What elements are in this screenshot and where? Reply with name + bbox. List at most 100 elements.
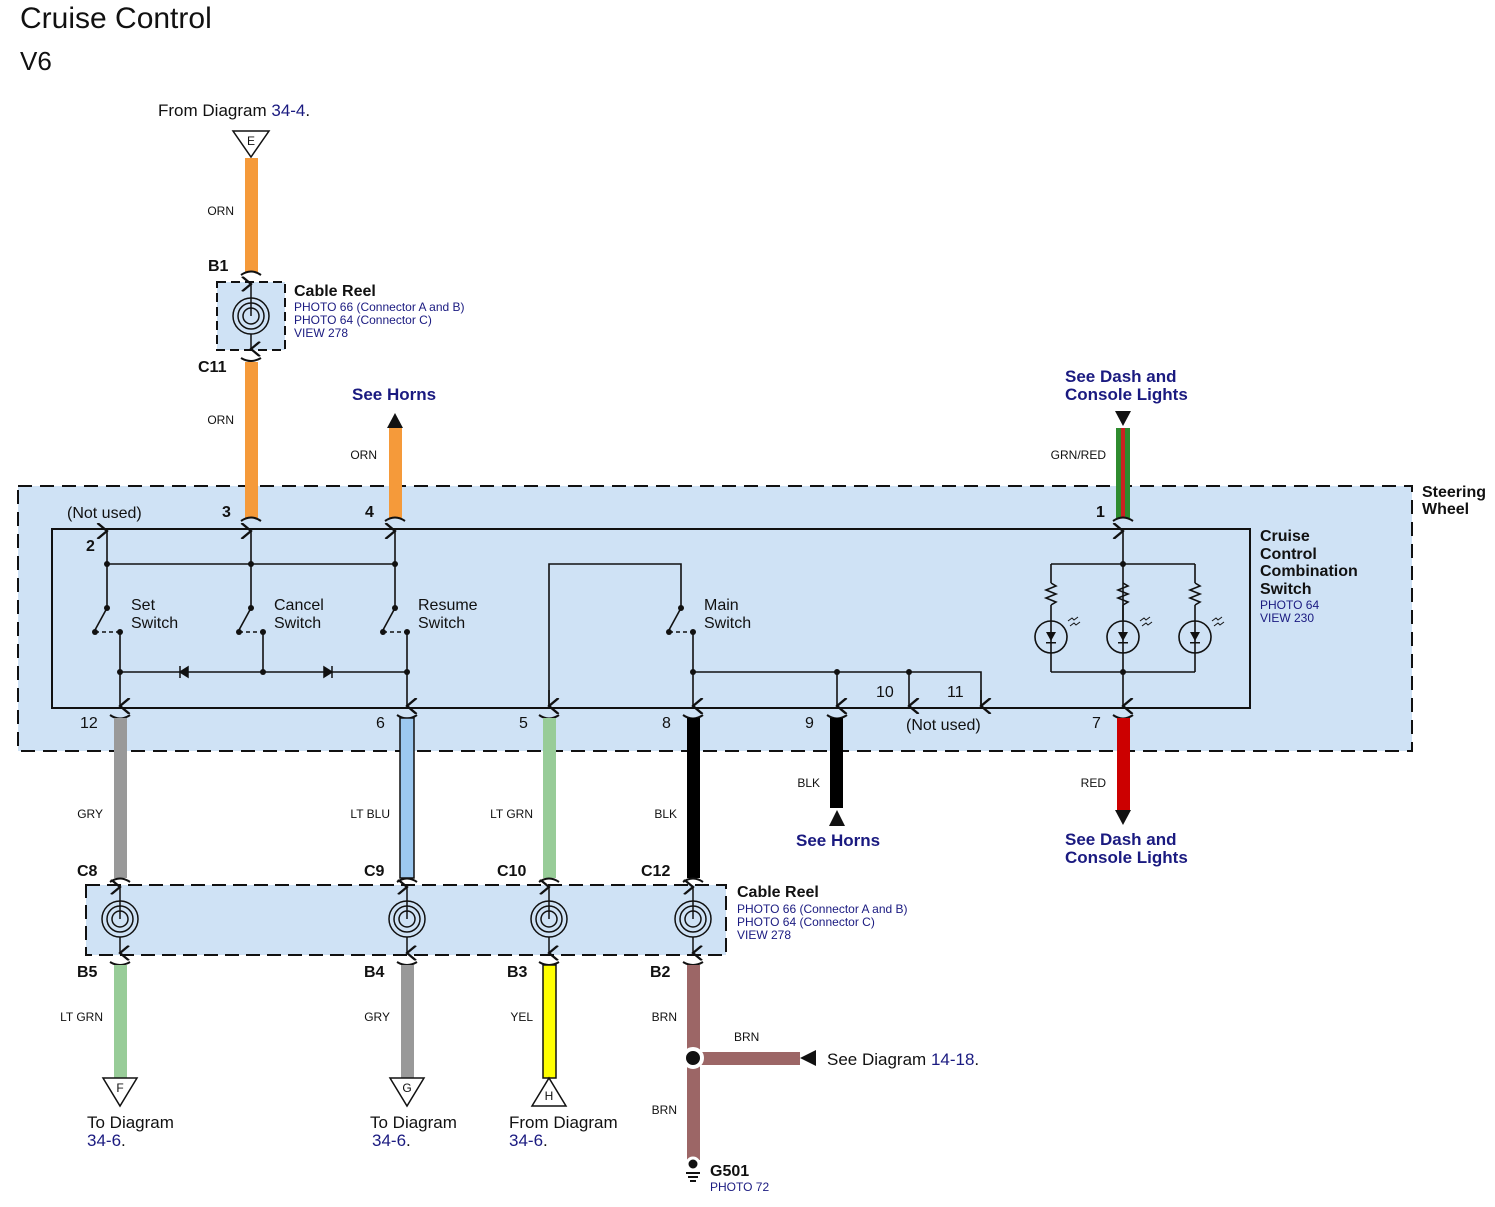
top-source-ref-link[interactable]: 34-4 [271, 101, 305, 120]
svg-text:F: F [116, 1081, 123, 1095]
pin-c9: C9 [364, 863, 385, 880]
cable-reel-bottom-note-3[interactable]: VIEW 278 [737, 928, 791, 942]
cable-reel-top [216, 282, 286, 350]
pin-1: 1 [1096, 504, 1105, 521]
wire-yel-b3 [542, 964, 557, 1079]
top-source-label: From Diagram 34-4. [158, 101, 310, 120]
wire-label-lt-blu: LT BLU [350, 807, 390, 821]
pin-6: 6 [376, 715, 385, 732]
diode-icon [178, 665, 189, 679]
cruise-control-combination-switch [51, 528, 1251, 709]
pin-2: 2 [86, 538, 95, 555]
not-used-bottom-label: (Not used) [906, 717, 981, 734]
see-dash-top-link-2[interactable]: Console Lights [1065, 385, 1188, 404]
to-diagram-f-ref: 34-6. [87, 1131, 126, 1150]
wire-label-blk-8: BLK [654, 807, 677, 821]
set-switch-label-2: Switch [131, 615, 178, 632]
wire-label-blk-9: BLK [797, 776, 820, 790]
connector-g-icon: G [388, 1077, 426, 1108]
wire-label-orn-top: ORN [207, 204, 234, 218]
wire-label-red: RED [1081, 776, 1107, 790]
cable-reel-top-name: Cable Reel [294, 283, 376, 300]
pin-b2: B2 [650, 964, 671, 981]
pin-11: 11 [947, 684, 964, 701]
page-title: Cruise Control [20, 2, 212, 35]
see-dash-bottom-link-1[interactable]: See Dash and [1065, 830, 1177, 849]
cable-reel-icons [101, 887, 712, 953]
arrow-down-icon [1115, 411, 1131, 426]
see-dash-top-link-1[interactable]: See Dash and [1065, 367, 1177, 386]
indicator-light-icon [1046, 632, 1200, 644]
wire-label-orn-horns: ORN [350, 448, 377, 462]
main-switch-label-1: Main [704, 597, 739, 614]
wire-label-lt-grn-b5: LT GRN [60, 1010, 103, 1024]
arrow-down-icon [1115, 810, 1131, 825]
cable-reel-bottom-note-2[interactable]: PHOTO 64 (Connector C) [737, 915, 875, 929]
cancel-switch-label-1: Cancel [274, 597, 324, 614]
from-diagram-h-label: From Diagram [509, 1113, 618, 1132]
wire-label-lt-grn: LT GRN [490, 807, 533, 821]
see-dash-bottom-link-2[interactable]: Console Lights [1065, 848, 1188, 867]
wire-gry-b4 [401, 965, 414, 1078]
connector-e-icon: E [231, 130, 271, 159]
cable-reel-bottom-name: Cable Reel [737, 884, 819, 901]
resume-switch-label-1: Resume [418, 597, 478, 614]
svg-text:H: H [545, 1089, 554, 1103]
svg-text:G: G [402, 1081, 411, 1095]
cable-reel-top-note-3[interactable]: VIEW 278 [294, 326, 348, 340]
ground-g501-label: G501 [710, 1163, 749, 1180]
wire-blk-pin8 [687, 718, 700, 878]
cable-reel-icon [232, 284, 270, 349]
to-diagram-f-label: To Diagram [87, 1113, 174, 1132]
set-switch-label-1: Set [131, 597, 156, 614]
to-diagram-g-link[interactable]: 34-6 [372, 1131, 406, 1150]
arrow-left-icon [800, 1050, 816, 1066]
pin-12: 12 [80, 715, 98, 732]
to-diagram-g-label: To Diagram [370, 1113, 457, 1132]
see-horns-top-link[interactable]: See Horns [352, 385, 436, 404]
splice-point [682, 1047, 704, 1069]
wire-label-gry-b4: GRY [364, 1010, 390, 1024]
from-diagram-h-ref: 34-6. [509, 1131, 548, 1150]
pin-b5: B5 [77, 964, 98, 981]
wire-label-gry: GRY [77, 807, 103, 821]
ground-photo-note[interactable]: PHOTO 72 [710, 1180, 769, 1194]
pin-4: 4 [365, 504, 374, 521]
wire-lt-grn-pin5 [543, 718, 556, 878]
wire-orn-top [245, 158, 258, 272]
cable-reel-bottom-note-1[interactable]: PHOTO 66 (Connector A and B) [737, 902, 908, 916]
pin-b3: B3 [507, 964, 528, 981]
cable-reel-top-note-2[interactable]: PHOTO 64 (Connector C) [294, 313, 432, 327]
not-used-top-label: (Not used) [67, 505, 142, 522]
see-horns-bottom-link[interactable]: See Horns [796, 831, 880, 850]
pin-7: 7 [1092, 715, 1101, 732]
pin-3: 3 [222, 504, 231, 521]
pin-c11: C11 [198, 359, 227, 376]
see-diagram-14-18-link[interactable]: 14-18 [931, 1050, 974, 1069]
wire-label-grn-red: GRN/RED [1051, 448, 1107, 462]
see-diagram-14-18-label: See Diagram 14-18. [827, 1050, 979, 1069]
cable-reel-bottom [85, 884, 727, 956]
wire-label-brn-ground: BRN [652, 1103, 677, 1117]
pin-c8: C8 [77, 863, 98, 880]
switch-unit-note-1[interactable]: PHOTO 64 [1260, 598, 1319, 612]
switch-unit-label-4: Switch [1260, 581, 1312, 598]
switch-unit-note-2[interactable]: VIEW 230 [1260, 611, 1314, 625]
cable-reel-top-note-1[interactable]: PHOTO 66 (Connector A and B) [294, 300, 465, 314]
pin-5: 5 [519, 715, 528, 732]
connector-h-icon: H [530, 1076, 568, 1107]
arrow-up-icon [829, 810, 845, 826]
to-diagram-f-link[interactable]: 34-6 [87, 1131, 121, 1150]
steering-wheel-label-1: Steering [1422, 484, 1486, 501]
wire-orn-to-pin3 [245, 362, 258, 518]
svg-text:E: E [247, 134, 255, 148]
wire-blk-pin9 [830, 718, 843, 808]
from-diagram-h-link[interactable]: 34-6 [509, 1131, 543, 1150]
pin-c12: C12 [641, 863, 670, 880]
wire-gry-pin12 [114, 718, 127, 878]
to-diagram-g-ref: 34-6. [372, 1131, 411, 1150]
ground-icon [685, 1156, 701, 1182]
wire-label-yel-b3: YEL [510, 1010, 533, 1024]
switch-unit-label-1: Cruise [1260, 528, 1310, 545]
